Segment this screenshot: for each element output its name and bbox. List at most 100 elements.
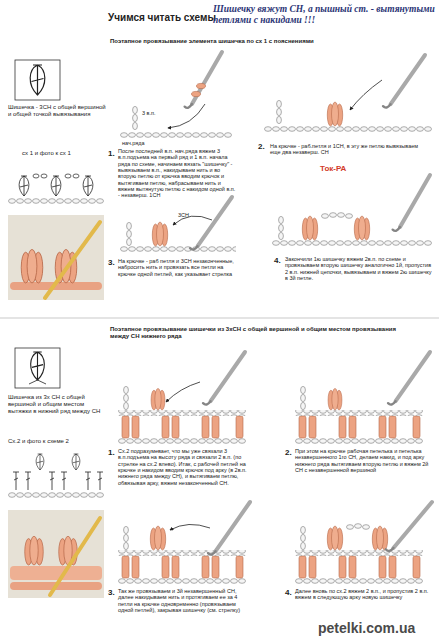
step-number: 2. bbox=[285, 448, 292, 457]
section-divider bbox=[0, 318, 439, 319]
stitch-rows bbox=[118, 550, 246, 584]
chain-row bbox=[120, 246, 236, 252]
section-heading: Поэтапное провязывание шишечки из 3хСН с… bbox=[110, 326, 410, 340]
bobble-stitch bbox=[152, 222, 167, 246]
bobble-symbol bbox=[19, 176, 29, 196]
crochet-hook bbox=[386, 499, 432, 553]
motion-arrow bbox=[350, 80, 382, 110]
chain-row bbox=[8, 492, 104, 498]
symbol-description: Шишечка - 3СН с общей вершиной и общей т… bbox=[8, 104, 108, 118]
crochet-hook bbox=[203, 349, 245, 406]
stitch-label: 3СН bbox=[178, 212, 189, 218]
crochet-hook bbox=[383, 52, 425, 109]
bobble-symbol bbox=[30, 65, 45, 95]
step-caption: На крючке - раб петля и 3СН незаконченны… bbox=[118, 258, 236, 277]
base-lines bbox=[29, 380, 46, 384]
section-heading: Поэтапное провязывание элемента шишечка … bbox=[110, 38, 410, 45]
stitch-label: 3 в.п. bbox=[142, 110, 156, 116]
stitch-rows bbox=[295, 550, 423, 584]
crochet-hook bbox=[388, 349, 430, 406]
photo-hook bbox=[50, 518, 100, 595]
chain-row bbox=[120, 132, 232, 138]
watermark: petelki.com.ua bbox=[318, 620, 415, 636]
turning-chain bbox=[279, 216, 284, 239]
photo-bobble bbox=[25, 536, 43, 565]
motion-arrow bbox=[170, 524, 210, 530]
dc-symbols bbox=[13, 472, 103, 490]
bobble-symbol bbox=[51, 176, 61, 196]
handwritten-note: Шишечку вяжут СН, а пышный ст. - вытянут… bbox=[213, 4, 435, 27]
symbol-frame bbox=[15, 60, 60, 100]
symbol-frame bbox=[15, 348, 60, 388]
photo-hook bbox=[45, 222, 100, 298]
turning-chain bbox=[133, 106, 138, 129]
step-caption: При этом на крючке рабочая петелька и пе… bbox=[295, 448, 435, 473]
bobble-symbol bbox=[83, 176, 93, 196]
step-caption: Сх.2 подразумевает, что мы уже связали 3… bbox=[118, 448, 248, 486]
chain-symbol bbox=[65, 174, 71, 178]
bobble-symbol bbox=[31, 352, 45, 380]
turning-chain bbox=[277, 100, 282, 123]
chain-stitch bbox=[355, 524, 362, 529]
step-number: 2. bbox=[258, 142, 265, 151]
chain-stitch bbox=[330, 213, 337, 218]
step-number: 3. bbox=[108, 588, 115, 597]
crochet-hook bbox=[185, 50, 222, 110]
crochet-hook bbox=[393, 173, 430, 233]
step-number: 4. bbox=[274, 256, 281, 265]
chain-row bbox=[264, 126, 432, 132]
motion-arrow bbox=[168, 104, 205, 128]
turning-chain bbox=[124, 526, 129, 549]
step-number: 1. bbox=[108, 448, 115, 457]
step-caption: После последней в.п. нач.ряда вяжем 3 в.… bbox=[118, 148, 236, 199]
bobble-stitch bbox=[327, 102, 342, 126]
photo-ground bbox=[8, 510, 104, 598]
bobble-symbol bbox=[72, 454, 80, 470]
step-caption: Далее вновь по сх.2 вяжем 2 в.п., и проп… bbox=[295, 588, 435, 601]
photo-yarn bbox=[10, 566, 102, 580]
yarn-loop bbox=[197, 83, 206, 88]
symbol-description: сх 1 и фото к сх 1 bbox=[22, 150, 71, 157]
step-number: 4. bbox=[285, 588, 292, 597]
chain-symbol bbox=[41, 174, 47, 178]
bobble-stitch bbox=[327, 526, 342, 550]
stitch-rows bbox=[118, 410, 246, 444]
chain-stitch bbox=[347, 525, 354, 530]
page-title: Учимся читать схемы bbox=[108, 12, 216, 23]
turning-chain bbox=[124, 386, 129, 409]
turning-chain bbox=[301, 386, 306, 409]
chain-symbol bbox=[73, 174, 79, 178]
symbol-description: Шишечка из 3х СН с общей вершиной и общи… bbox=[8, 394, 108, 415]
step-caption: На крючке - раб.петля и 1СН, в эту же пе… bbox=[270, 143, 428, 156]
bobble-stitch bbox=[302, 216, 317, 240]
bobble-stitch bbox=[328, 388, 342, 410]
chain-row bbox=[272, 240, 432, 246]
chain-stitch bbox=[363, 525, 370, 530]
turning-chain bbox=[301, 526, 306, 549]
stitch-label: нач.ряда bbox=[122, 140, 145, 146]
step-number: 1. bbox=[108, 149, 115, 158]
bobble-stitch bbox=[372, 526, 387, 550]
bobble-stitch bbox=[354, 216, 369, 240]
bobble-symbol bbox=[36, 454, 44, 470]
motion-arrow bbox=[166, 382, 200, 402]
photo-bobble bbox=[21, 249, 43, 283]
turning-chain bbox=[127, 222, 132, 245]
bobble-stitch bbox=[150, 526, 165, 550]
yarn-loop bbox=[192, 91, 201, 96]
chain-symbol bbox=[33, 174, 39, 178]
chain-stitch bbox=[346, 214, 353, 219]
chain-stitch bbox=[322, 214, 329, 219]
chain-row bbox=[8, 198, 104, 204]
step-caption: Так же провязываем и 3й незавершенный СН… bbox=[118, 588, 246, 613]
bobble-stitch bbox=[151, 388, 165, 410]
chain-stitch bbox=[338, 213, 345, 218]
crochet-hook bbox=[190, 194, 232, 251]
step-number: 3. bbox=[108, 258, 115, 267]
author-mark: Ток-РА bbox=[320, 164, 346, 173]
step-caption: Закончили 1ю шишечку вяжем 2в.п. по схем… bbox=[285, 256, 433, 281]
symbol-description: Сх.2 и фото к схеме 2 bbox=[8, 438, 108, 445]
photo-ground bbox=[8, 215, 104, 300]
